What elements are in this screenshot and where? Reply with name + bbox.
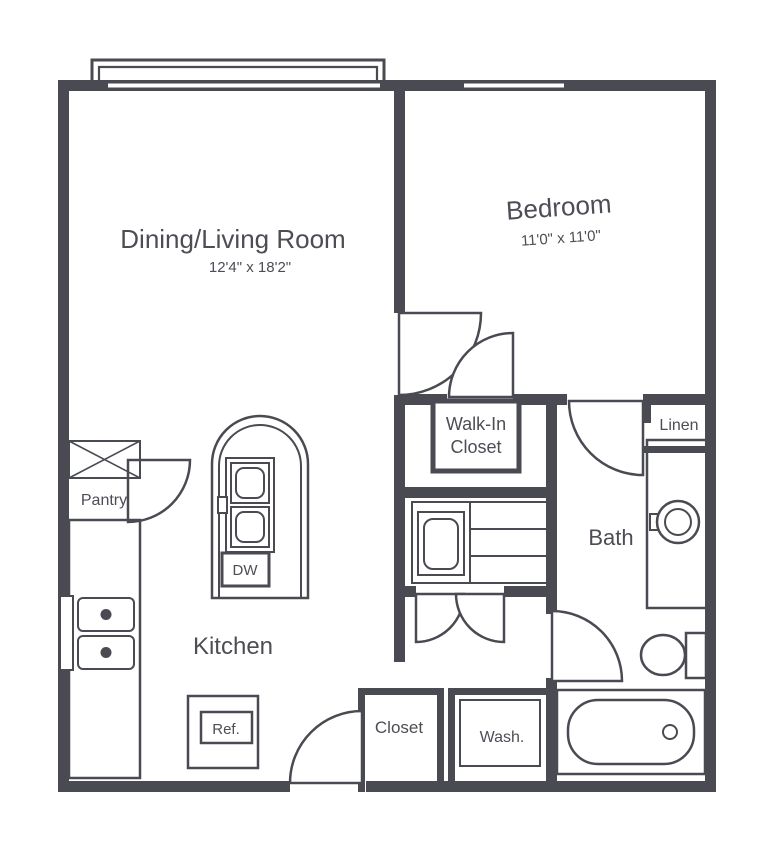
range-basin-bottom — [77, 635, 135, 670]
island-sink-unit — [225, 457, 275, 553]
walk-in-closet-door-arc — [447, 331, 515, 399]
hall-unit-outline — [411, 501, 553, 584]
hall-unit-appliance — [417, 511, 465, 576]
walk-in-closet-label-line1: Walk-In — [446, 414, 506, 434]
wall-left — [58, 80, 69, 792]
toilet-bowl — [639, 633, 687, 677]
range-basin-top — [77, 597, 135, 632]
balcony-rail-outer — [90, 58, 386, 82]
bath-upper-door-arc — [567, 399, 645, 477]
window-living-inner — [108, 87, 380, 91]
window-bedroom-outer — [464, 80, 564, 84]
wall-bedroom-bottom-2 — [513, 394, 567, 405]
toilet-tank — [684, 631, 708, 680]
pantry-door-arc — [126, 458, 192, 524]
walls — [58, 80, 716, 792]
bathtub-drain — [662, 724, 678, 740]
wall-stub-left — [394, 586, 416, 597]
entry-door-arc — [288, 709, 364, 785]
hall-closet-door-right-arc — [454, 592, 506, 644]
living-room-label: Dining/Living Room — [120, 224, 345, 254]
bath-sink — [655, 499, 701, 545]
window-bedroom-inner — [464, 87, 564, 91]
bedroom-label: Bedroom — [505, 188, 612, 225]
range-knob-top — [100, 609, 112, 620]
laundry-fixtures — [459, 699, 541, 767]
wall-entry-closet-top — [358, 688, 444, 695]
door-arcs — [126, 311, 645, 785]
living-room-dimensions: 12'4" x 18'2" — [209, 259, 291, 276]
kitchen-island-inner-edge — [218, 424, 302, 598]
laundry-label: Wash. — [480, 729, 525, 746]
hall-unit-appliance-bowl — [423, 518, 459, 570]
island-sink-faucet — [217, 496, 228, 514]
wall-hall-left — [394, 395, 405, 662]
hall-unit-shelf-lines — [469, 502, 548, 583]
kitchen-fixtures — [59, 414, 310, 780]
wall-bottom-right — [366, 781, 716, 792]
wall-wash-top — [448, 688, 548, 695]
walk-in-closet-label-line2: Closet — [450, 437, 501, 457]
balcony-railing — [90, 58, 386, 82]
range-knob-bottom — [100, 647, 112, 658]
bath-lower-door-arc — [550, 609, 624, 683]
wall-living-bedroom — [394, 80, 405, 313]
bath-vanity-counter — [645, 438, 711, 610]
entry-closet-label: Closet — [375, 718, 423, 737]
bath-fixtures — [555, 438, 711, 776]
wall-bath-left-lower — [546, 678, 557, 792]
wall-wash-left — [448, 688, 455, 792]
linen-label: Linen — [659, 417, 698, 434]
wall-bottom-left — [58, 781, 290, 792]
wall-linen-left — [643, 399, 651, 423]
dishwasher-label: DW — [233, 562, 259, 579]
hall-shelves — [411, 501, 553, 584]
balcony-rail-inner — [97, 65, 379, 82]
range-ledge — [59, 595, 74, 671]
wall-wic-bottom — [405, 487, 557, 498]
refrigerator-label: Ref. — [212, 721, 240, 738]
bathtub — [555, 688, 707, 776]
walk-in-closet-box — [430, 398, 522, 474]
dishwasher-box — [220, 551, 271, 588]
wall-right — [705, 80, 716, 792]
island-sink-basin-bottom — [230, 506, 270, 548]
bedroom-label-group: Bedroom 11'0" x 11'0" — [505, 188, 612, 250]
wall-linen-bottom — [643, 446, 716, 453]
bedroom-dimensions: 11'0" x 11'0" — [520, 227, 601, 250]
island-sink-basin-top — [230, 462, 270, 504]
kitchen-label: Kitchen — [193, 633, 273, 660]
wall-bedroom-bottom-1 — [405, 394, 447, 405]
bath-sink-bowl — [664, 508, 692, 536]
wall-stub-right — [504, 586, 557, 597]
bath-label: Bath — [588, 525, 633, 550]
wall-top-mid — [380, 80, 464, 91]
wall-top-left — [58, 80, 108, 91]
pantry-label: Pantry — [81, 492, 127, 509]
wall-bedroom-bottom-3 — [643, 394, 716, 405]
island-sink-bowl-top — [235, 467, 265, 499]
island-sink-bowl-bottom — [235, 511, 265, 543]
labels: Dining/Living Room 12'4" x 18'2" Bedroom… — [81, 188, 699, 746]
washer — [459, 699, 541, 767]
pantry-shelf-hatch — [68, 440, 141, 479]
bathtub-basin — [566, 698, 696, 766]
wall-top-right — [564, 80, 716, 91]
window-living-outer — [108, 80, 380, 84]
pantry-shelf — [68, 440, 141, 479]
refrigerator-label-box — [199, 710, 254, 745]
wall-entry-closet-right — [437, 688, 444, 792]
